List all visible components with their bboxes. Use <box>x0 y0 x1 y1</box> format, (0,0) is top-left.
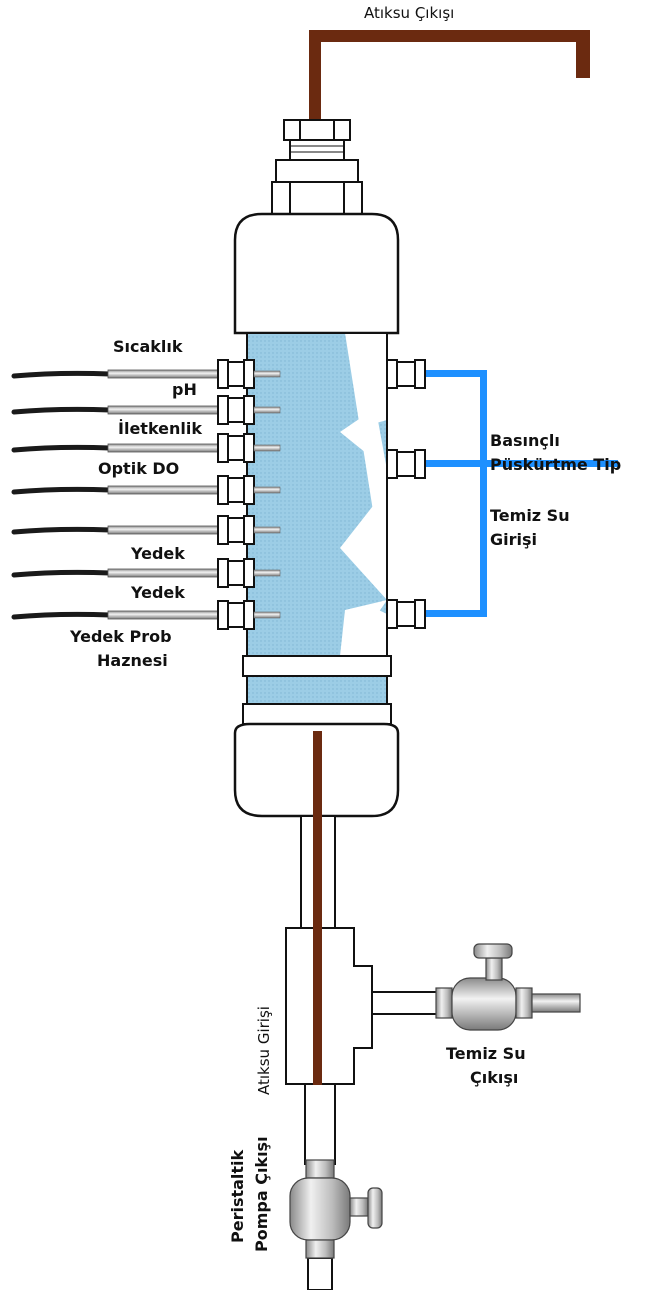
spare-probe-chamber-line1: Yedek Prob <box>70 627 172 646</box>
clean-water-outlet-line1: Temiz Su <box>446 1044 526 1063</box>
sensor-probe <box>11 600 281 630</box>
sensor-label-optical-do: Optik DO <box>98 459 180 478</box>
spare-probe-chamber-line2: Haznesi <box>97 651 168 670</box>
waste-inlet-pipe <box>313 731 322 1085</box>
sensor-label-spare-2: Yedek <box>131 583 185 602</box>
sensor-label-spare-1: Yedek <box>131 544 185 563</box>
spray-type-line2: Püskürtme Tip <box>490 455 622 474</box>
sensor-label-temperature: Sıcaklık <box>113 337 183 356</box>
clean-water-spray-line <box>424 370 618 617</box>
sensor-probe <box>11 515 281 545</box>
sensor-probe <box>11 395 281 425</box>
top-cap <box>233 212 400 335</box>
clean-water-outlet-valve <box>435 943 581 1031</box>
waste-outlet-pipe <box>309 30 590 125</box>
clean-water-inlet-line2: Girişi <box>490 530 537 549</box>
spray-type-line1: Basınçlı <box>490 431 560 450</box>
sensor-label-conductivity: İletkenlik <box>118 419 202 438</box>
sensor-probe <box>11 558 281 588</box>
pump-outlet-valve <box>289 1159 383 1259</box>
lower-rings <box>242 655 392 725</box>
sensor-probe <box>11 359 281 389</box>
vessel-body <box>246 332 388 657</box>
waste-outlet-label: Atıksu Çıkışı <box>364 4 455 22</box>
sensor-label-ph: pH <box>172 380 197 399</box>
sensor-probes <box>11 359 281 630</box>
spray-nozzle-fittings <box>386 359 426 629</box>
pump-outlet-line2: Pompa Çıkışı <box>252 1136 271 1252</box>
waste-inlet-label: Atıksu Girişi <box>255 1006 273 1095</box>
sensor-probe <box>11 475 281 505</box>
pump-outlet-line1: Peristaltik <box>228 1149 247 1243</box>
clean-water-inlet-line1: Temiz Su <box>490 506 570 525</box>
top-fitting <box>271 119 363 217</box>
clean-water-outlet-line2: Çıkışı <box>470 1068 519 1087</box>
sensor-probe <box>11 433 281 463</box>
